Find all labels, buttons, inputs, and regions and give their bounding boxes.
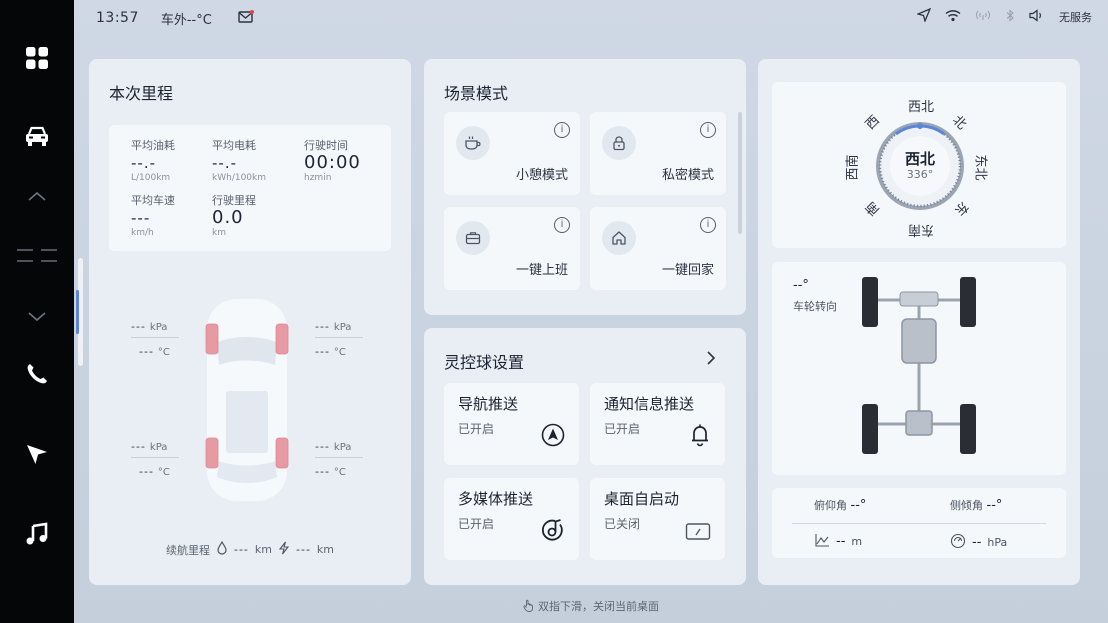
attitude-panel: 俯仰角 --° 侧倾角 --° --m --hPa (772, 488, 1066, 558)
chevron-up-icon[interactable] (0, 186, 74, 206)
info-icon[interactable]: i (700, 122, 716, 138)
front-left-pressure: ---kPa (131, 320, 168, 333)
gauge-icon (950, 533, 966, 552)
divider (792, 523, 1046, 524)
compass-panel: 西北 336° 西北 北 东北 东 东南 南 西南 西 (772, 82, 1066, 248)
music-note-icon[interactable] (0, 520, 74, 548)
chevron-right-icon[interactable] (706, 350, 716, 370)
volume-icon (1029, 8, 1045, 25)
steering-label: 车轮转向 (793, 300, 837, 313)
rear-right-pressure: ---kPa (315, 440, 352, 453)
rear-left-pressure: ---kPa (131, 440, 168, 453)
coffee-cup-icon (456, 126, 490, 160)
network-status: 无服务 (1059, 10, 1092, 24)
trip-card: 本次里程 平均油耗 --.- L/100km 平均电耗 --.- kWh/100… (89, 59, 411, 585)
fuel-drop-icon (216, 540, 228, 558)
side-panel-handle[interactable] (78, 258, 83, 366)
scene-scrollbar[interactable] (738, 112, 742, 234)
car-icon[interactable] (0, 122, 74, 150)
gesture-hint: 双指下滑，关闭当前桌面 (0, 598, 1108, 615)
compass-label-ne: 东北 (972, 154, 988, 181)
scene-tile-privacy[interactable]: i 私密模式 (590, 112, 726, 195)
air-pressure: --hPa (950, 533, 1007, 552)
divider (131, 337, 179, 338)
chassis-image (862, 277, 976, 454)
navigation-arrow-icon (541, 423, 565, 451)
front-right-temp: ---°C (315, 345, 346, 358)
compass-degree: 336° (906, 168, 934, 181)
roll-angle: 侧倾角 --° (950, 498, 1003, 513)
status-icons: 无服务 (916, 7, 1092, 25)
dock-rail (0, 0, 74, 623)
bell-icon (689, 423, 711, 451)
bluetooth-icon (1005, 8, 1015, 25)
notification-push-tile[interactable]: 通知信息推送 已开启 (590, 383, 725, 465)
car-top-view-image (205, 299, 289, 501)
desktop-autostart-tile[interactable]: 桌面自启动 已关闭 (590, 478, 725, 560)
status-bar: 13:57 车外--°C (96, 9, 254, 28)
media-push-tile[interactable]: 多媒体推送 已开启 (444, 478, 579, 560)
scene-tile-nap[interactable]: i 小憩模式 (444, 112, 580, 195)
trip-stats-panel: 平均油耗 --.- L/100km 平均电耗 --.- kWh/100km 行驶… (109, 125, 391, 251)
divider (315, 457, 363, 458)
control-ball-title[interactable]: 灵控球设置 (444, 353, 525, 372)
info-icon[interactable]: i (700, 217, 716, 233)
outside-temperature: 车外--°C (160, 12, 212, 28)
chevron-down-icon[interactable] (0, 306, 74, 326)
hand-gesture-icon (523, 599, 534, 615)
compass-label-sw: 西南 (845, 154, 861, 181)
avg-power-stat: 平均电耗 --.- kWh/100km (212, 139, 267, 183)
steering-value: --° (793, 278, 809, 293)
compass-label-se: 东南 (908, 222, 935, 237)
hotspot-icon (975, 9, 991, 24)
pitch-angle: 俯仰角 --° (814, 498, 867, 513)
driving-range: 续航里程 --- km --- km (165, 540, 335, 558)
lightning-icon (278, 541, 290, 558)
divider (131, 457, 179, 458)
nav-push-tile[interactable]: 导航推送 已开启 (444, 383, 579, 465)
home-icon (602, 221, 636, 255)
climate-fan-icon[interactable] (0, 242, 74, 268)
drive-time-stat: 行驶时间 00:00 hzmin (304, 139, 361, 183)
music-disc-icon (541, 518, 565, 546)
trip-distance-stat: 行驶里程 0.0 km (212, 194, 256, 238)
scene-tile-commute[interactable]: i 一键上班 (444, 207, 580, 290)
navigation-icon[interactable] (0, 440, 74, 468)
clock: 13:57 (96, 10, 139, 26)
side-panel-handle-indicator (76, 290, 79, 334)
compass-dial (876, 122, 964, 210)
front-right-pressure: ---kPa (315, 320, 352, 333)
rear-right-temp: ---°C (315, 465, 346, 478)
avg-speed-stat: 平均车速 --- km/h (131, 194, 175, 238)
avg-fuel-stat: 平均油耗 --.- L/100km (131, 139, 175, 183)
scene-mode-title: 场景模式 (444, 84, 509, 103)
trip-card-title: 本次里程 (109, 84, 174, 103)
apps-grid-icon[interactable] (0, 44, 74, 72)
lock-icon (602, 126, 636, 160)
compass-label-nw: 西北 (908, 100, 935, 115)
message-icon[interactable] (238, 9, 254, 27)
desktop-icon (685, 522, 711, 546)
wifi-icon (945, 9, 961, 25)
front-left-temp: ---°C (139, 345, 170, 358)
info-icon[interactable]: i (554, 122, 570, 138)
info-icon[interactable]: i (554, 217, 570, 233)
rear-left-temp: ---°C (139, 465, 170, 478)
briefcase-icon (456, 221, 490, 255)
phone-icon[interactable] (0, 360, 74, 388)
altitude-icon (814, 533, 830, 550)
wheel-steering-panel: --° 车轮转向 (772, 262, 1066, 475)
altitude: --m (814, 533, 862, 550)
divider (315, 337, 363, 338)
location-icon (916, 7, 932, 25)
compass-heading: 西北 (904, 150, 935, 168)
scene-tile-home[interactable]: i 一键回家 (590, 207, 726, 290)
